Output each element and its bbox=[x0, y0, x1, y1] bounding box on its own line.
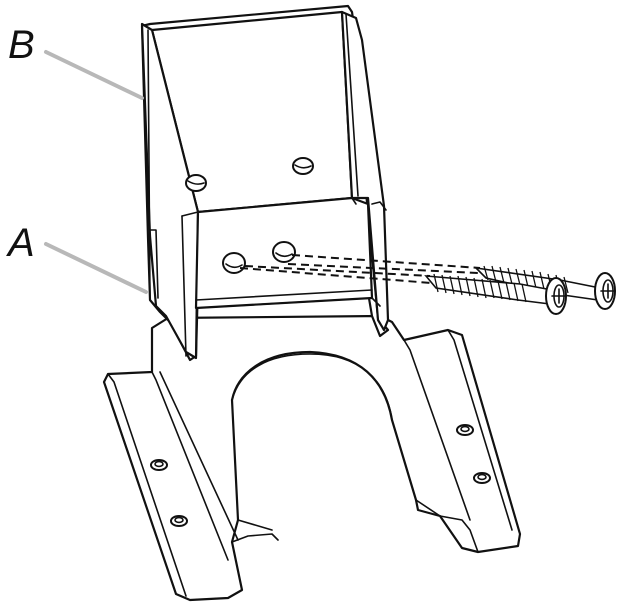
leader-line-a bbox=[44, 242, 148, 294]
bracket-hole-lower-right bbox=[272, 241, 296, 263]
screw-head bbox=[545, 277, 567, 315]
label-b: B bbox=[8, 23, 35, 67]
base-hole-right-upper bbox=[456, 424, 474, 436]
screw-head bbox=[594, 272, 616, 310]
label-b-group: B bbox=[8, 23, 144, 100]
bracket-hole-upper-right bbox=[292, 157, 314, 175]
label-a-group: A bbox=[6, 221, 148, 294]
bracket-hole-upper-left bbox=[185, 174, 207, 192]
bracket-hole-lower-left bbox=[222, 252, 246, 274]
base-hole-left-upper bbox=[150, 459, 168, 471]
base-hole-left-lower bbox=[170, 515, 188, 527]
leader-line-b bbox=[44, 50, 144, 100]
bracket bbox=[140, 4, 390, 362]
insertion-guides bbox=[239, 254, 521, 287]
wood-screw bbox=[424, 273, 567, 315]
base-plate bbox=[102, 314, 522, 602]
label-a: A bbox=[6, 221, 35, 265]
base-hole-right-lower bbox=[473, 472, 491, 484]
